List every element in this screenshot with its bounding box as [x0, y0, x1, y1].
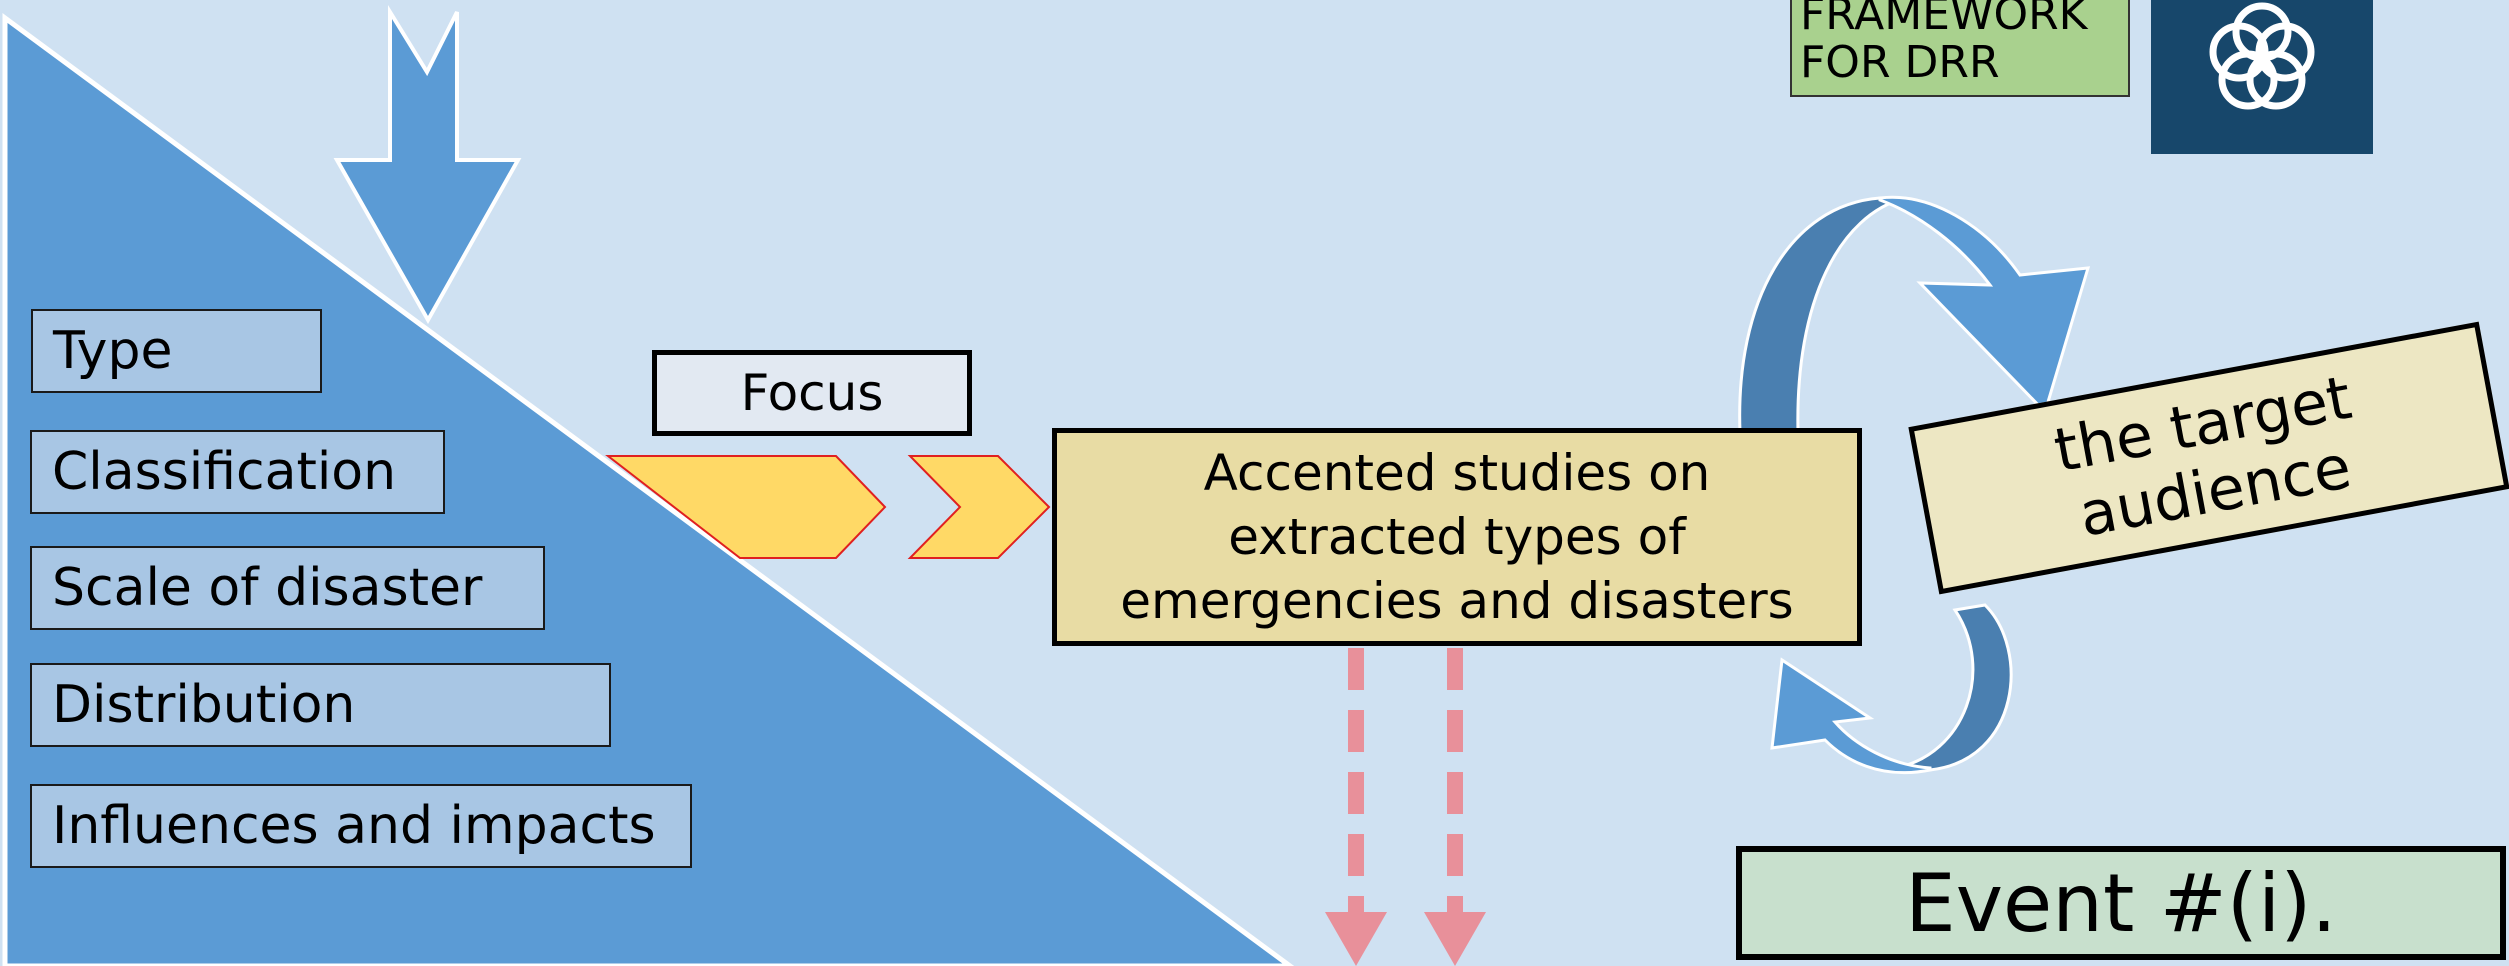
factor-influences-and-impacts: Influences and impacts	[30, 784, 692, 868]
event-label-box: Event #(i).	[1736, 846, 2506, 960]
focus-label-box: Focus	[652, 350, 972, 436]
framework-for-drr-text: FRAMEWORK FOR DRR	[1800, 0, 2088, 88]
flow-chevron-1	[605, 455, 887, 559]
accented-studies-text: Accented studies on extracted types of e…	[1120, 444, 1794, 630]
interlocking-circles-flower-icon	[2209, 2, 2315, 110]
logo-tile	[2151, 0, 2373, 154]
factor-scale-label: Scale of disaster	[52, 558, 483, 618]
factor-scale-of-disaster: Scale of disaster	[30, 546, 545, 630]
flow-chevron-2	[907, 455, 1051, 559]
event-label: Event #(i).	[1905, 856, 2337, 950]
factor-classification-label: Classification	[52, 442, 397, 502]
cycle-arrow-top-body	[1738, 196, 1906, 434]
input-down-arrow	[333, 4, 522, 325]
cycle-arrow-bottom-body	[1894, 603, 2013, 772]
factor-classification: Classification	[30, 430, 445, 514]
factor-distribution: Distribution	[30, 663, 611, 747]
focus-label: Focus	[740, 364, 884, 422]
factor-type: Type	[31, 309, 322, 393]
framework-for-drr-box: FRAMEWORK FOR DRR	[1790, 0, 2130, 97]
dashed-arrow-head-2	[1424, 912, 1486, 966]
accented-studies-box: Accented studies on extracted types of e…	[1052, 428, 1862, 646]
factor-distribution-label: Distribution	[52, 675, 356, 735]
dashed-arrow-head-1	[1325, 912, 1387, 966]
cycle-arrow-bottom-head	[1770, 657, 1932, 775]
cycle-arrow-top-head	[1878, 195, 2091, 415]
factor-type-label: Type	[53, 321, 173, 381]
factor-influences-label: Influences and impacts	[52, 796, 656, 856]
